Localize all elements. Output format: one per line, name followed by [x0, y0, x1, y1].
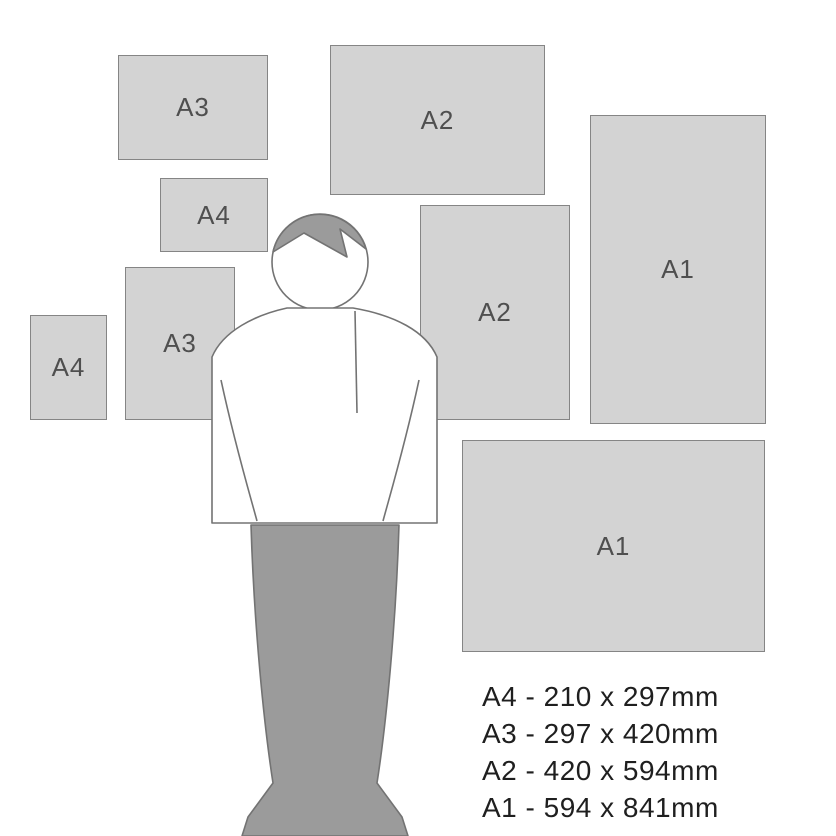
paper-a1-landscape-bottom: A1: [462, 440, 765, 652]
paper-label-a1-landscape: A1: [596, 530, 631, 561]
paper-a3-landscape-top: A3: [118, 55, 268, 160]
paper-label-a1-portrait: A1: [661, 254, 695, 284]
paper-a1-portrait: A1: [590, 115, 766, 424]
paper-a2-portrait: A2: [420, 205, 570, 420]
person-skirt-icon: [241, 524, 409, 836]
legend-line-a2: A2 - 420 x 594mm: [482, 755, 719, 786]
person-shirt-placket: [354, 310, 358, 414]
paper-label-a3-landscape: A3: [176, 92, 210, 122]
legend-line-a1: A1 - 594 x 841mm: [482, 792, 719, 823]
paper-a4-portrait: A4: [30, 315, 107, 420]
paper-label-a4-portrait: A4: [51, 352, 86, 382]
paper-label-a2-portrait: A2: [478, 297, 512, 327]
person-hair-icon: [272, 213, 367, 258]
paper-label-a4-landscape: A4: [197, 199, 231, 230]
legend-line-a3: A3 - 297 x 420mm: [482, 718, 719, 749]
legend-line-a4: A4 - 210 x 297mm: [482, 681, 719, 712]
person-left-arm-seam: [220, 379, 258, 522]
paper-a4-landscape: A4: [160, 178, 268, 252]
paper-a2-landscape-top: A2: [330, 45, 545, 195]
paper-label-a3-portrait: A3: [163, 328, 197, 358]
person-shirt-icon: [211, 307, 438, 524]
paper-label-a2-landscape: A2: [420, 104, 455, 135]
person-right-arm-seam: [382, 379, 420, 522]
size-legend: A4 - 210 x 297mm A3 - 297 x 420mm A2 - 4…: [482, 678, 719, 826]
person-figure: [211, 213, 438, 836]
